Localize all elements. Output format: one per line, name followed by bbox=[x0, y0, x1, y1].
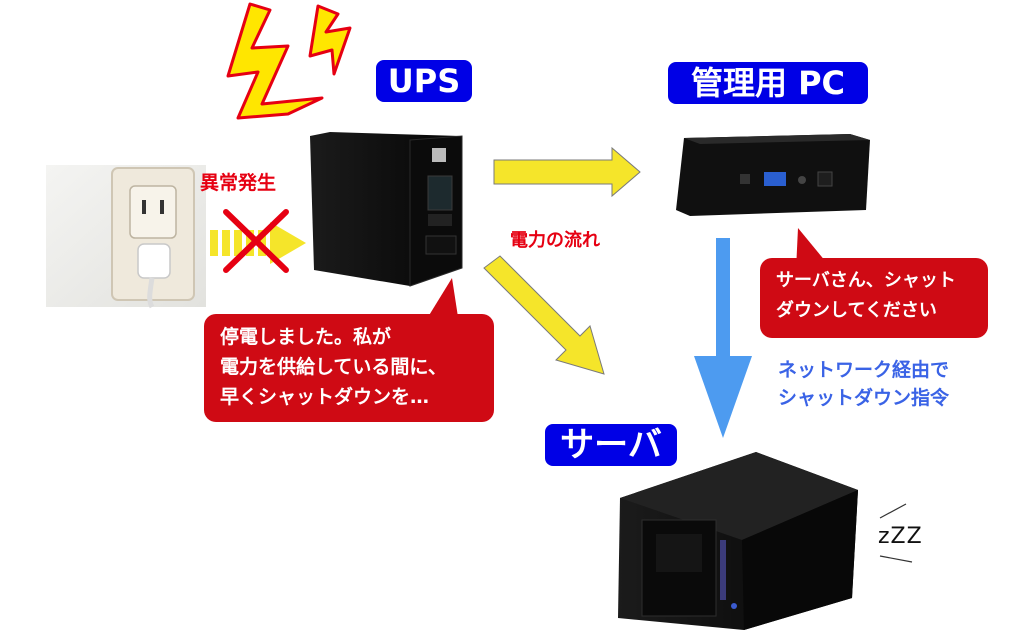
pc-speech-bubble bbox=[760, 228, 988, 338]
wall-outlet bbox=[46, 165, 206, 309]
pc-message-line-2: ダウンしてください bbox=[776, 300, 937, 321]
server-case bbox=[618, 452, 858, 630]
pc-tag: 管理用 PC bbox=[668, 62, 868, 104]
pc-message-line-1: サーバさん、シャット bbox=[776, 270, 956, 291]
network-note-line-2: シャットダウン指令 bbox=[778, 387, 950, 409]
ups-message-line-2: 電力を供給している間に、 bbox=[220, 356, 447, 378]
sleep-marks bbox=[879, 503, 913, 563]
lightning-icon bbox=[226, 2, 352, 120]
network-arrow bbox=[694, 238, 752, 438]
network-note-line-1: ネットワーク経由で bbox=[778, 359, 950, 381]
sleep-label: zZZ bbox=[878, 524, 923, 549]
server-tag: サーバ bbox=[545, 424, 677, 466]
ups-device bbox=[310, 132, 463, 287]
ups-message-line-3: 早くシャットダウンを… bbox=[220, 386, 430, 408]
cross-icon bbox=[223, 209, 289, 273]
anomaly-label: 異常発生 bbox=[200, 172, 277, 194]
ups-speech-bubble bbox=[204, 278, 494, 422]
power-flow-label: 電力の流れ bbox=[510, 230, 600, 251]
power-arrow-to-pc bbox=[493, 146, 641, 198]
mini-pc bbox=[676, 134, 870, 216]
ups-message-line-1: 停電しました。私が bbox=[220, 326, 392, 348]
ups-tag: UPS bbox=[376, 60, 472, 102]
power-arrow-to-server bbox=[483, 255, 605, 375]
